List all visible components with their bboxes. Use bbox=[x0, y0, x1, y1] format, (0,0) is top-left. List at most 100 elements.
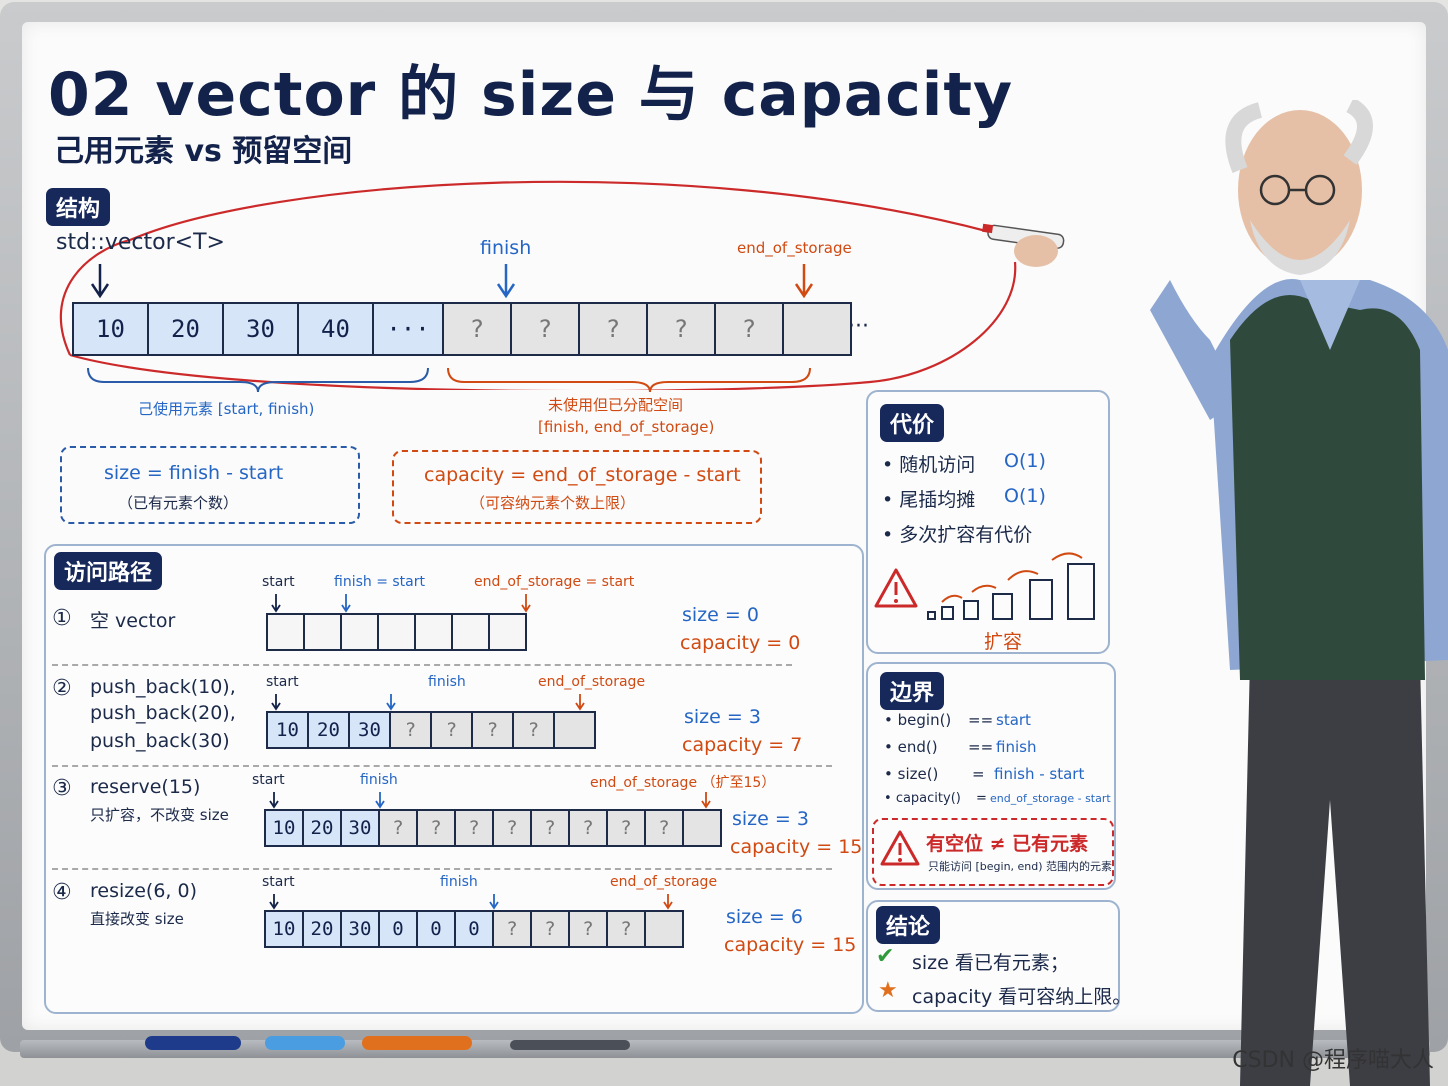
cost-item: • 随机访问 bbox=[882, 454, 976, 476]
structure-trailing-dots: ··· bbox=[848, 314, 869, 339]
structure-tag: 结构 bbox=[46, 188, 111, 226]
step-finish-label: finish bbox=[428, 674, 466, 690]
bound-val: finish bbox=[996, 738, 1037, 756]
step-cell: ? bbox=[530, 809, 570, 847]
bound-item-capacity: • capacity() bbox=[884, 791, 961, 806]
step-start-label: start bbox=[266, 674, 299, 690]
bounds-tag: 边界 bbox=[880, 672, 945, 710]
step-cell: ? bbox=[389, 711, 432, 749]
step-cell: ? bbox=[430, 711, 473, 749]
step-line-1: push_back(10), bbox=[90, 676, 236, 698]
step-cell: 20 bbox=[302, 809, 342, 847]
bound-op: == bbox=[968, 711, 994, 729]
step-line-2: 直接改变 size bbox=[90, 910, 184, 928]
step-cell bbox=[682, 809, 722, 847]
structure-braces bbox=[87, 367, 811, 393]
bound-op: == bbox=[968, 738, 994, 756]
watermark: CSDN @程序喵大人 bbox=[1232, 1048, 1434, 1073]
bounds-warning-title: 有空位 ≠ 已有元素 bbox=[926, 833, 1089, 855]
step-finish-label: finish = start bbox=[334, 574, 425, 590]
step-line-3: push_back(30) bbox=[90, 730, 230, 752]
expand-label: 扩容 bbox=[984, 631, 1023, 653]
step-cell: 20 bbox=[307, 711, 350, 749]
gray-marker bbox=[510, 1040, 630, 1050]
orange-marker bbox=[362, 1036, 472, 1050]
red-loop-annotation bbox=[59, 180, 1017, 390]
warning-icon bbox=[880, 830, 920, 866]
capacity-formula: capacity = end_of_storage - start bbox=[424, 464, 741, 486]
structure-cell-used: 20 bbox=[147, 302, 224, 356]
step-cell: ? bbox=[568, 910, 608, 948]
bound-op: = bbox=[972, 765, 985, 783]
step-cell: ? bbox=[416, 809, 456, 847]
cost-item: • 尾插均摊 bbox=[882, 489, 976, 511]
step-cell: ? bbox=[512, 711, 555, 749]
structure-cell-used: 10 bbox=[72, 302, 149, 356]
size-formula: size = finish - start bbox=[104, 462, 284, 484]
step-start-label: start bbox=[262, 574, 295, 590]
step-size: size = 3 bbox=[684, 706, 761, 728]
bound-val: end_of_storage - start bbox=[990, 792, 1111, 805]
expand-cost-illustration bbox=[874, 552, 1095, 620]
cost-value: O(1) bbox=[1004, 485, 1046, 507]
access-path-tag: 访问路径 bbox=[54, 552, 163, 590]
step-cell: ? bbox=[492, 809, 532, 847]
vector-type-label: std::vector<T> bbox=[56, 230, 225, 255]
conclusion-line-2: capacity 看可容纳上限。 bbox=[912, 986, 1132, 1008]
step-separator bbox=[52, 664, 792, 666]
step-cell: 30 bbox=[340, 910, 380, 948]
step-line-2: push_back(20), bbox=[90, 702, 236, 724]
free-brace-label-2: [finish, end_of_storage) bbox=[538, 418, 715, 436]
step-cell: ? bbox=[606, 809, 646, 847]
bound-val: finish - start bbox=[994, 765, 1085, 783]
blue-marker bbox=[265, 1036, 345, 1050]
structure-cell-free: ? bbox=[578, 302, 648, 356]
structure-cell-free: ? bbox=[442, 302, 512, 356]
step-line-1: resize(6, 0) bbox=[90, 880, 198, 902]
bound-item-size: • size() bbox=[884, 765, 939, 783]
star-icon: ★ bbox=[878, 978, 898, 1003]
bound-op: = bbox=[976, 791, 987, 806]
finish-label: finish bbox=[480, 237, 532, 259]
step-finish-label: finish bbox=[360, 772, 398, 788]
structure-cell-free bbox=[782, 302, 852, 356]
structure-cell-used: ··· bbox=[372, 302, 444, 356]
warning-icon bbox=[874, 568, 918, 608]
step-cell: ? bbox=[606, 910, 646, 948]
step-number: ① bbox=[52, 606, 72, 631]
step-eos-label: end_of_storage = start bbox=[474, 574, 635, 590]
step-cell: ? bbox=[568, 809, 608, 847]
step-cell: 30 bbox=[340, 809, 380, 847]
step-cell: ? bbox=[492, 910, 532, 948]
step-cell: 10 bbox=[264, 910, 304, 948]
step-cell bbox=[377, 613, 416, 651]
whiteboard bbox=[22, 22, 1426, 1030]
step-number: ③ bbox=[52, 776, 72, 801]
step-capacity: capacity = 7 bbox=[682, 734, 803, 756]
step-cell bbox=[414, 613, 453, 651]
structure-cell-used: 30 bbox=[222, 302, 299, 356]
step-eos-label: end_of_storage bbox=[538, 674, 646, 690]
step-cell: ? bbox=[644, 809, 684, 847]
cost-item: • 多次扩容有代价 bbox=[882, 524, 1033, 546]
eos-label: end_of_storage bbox=[737, 239, 852, 257]
step-number: ② bbox=[52, 676, 72, 701]
bound-val: start bbox=[996, 711, 1031, 729]
step-cell bbox=[266, 613, 305, 651]
step-line-1: reserve(15) bbox=[90, 776, 201, 798]
cost-tag: 代价 bbox=[880, 404, 945, 442]
conclusion-tag: 结论 bbox=[876, 906, 941, 944]
step-cell bbox=[488, 613, 527, 651]
bounds-warning-note: 只能访问 [begin, end) 范围内的元素 bbox=[928, 860, 1113, 873]
step-number: ④ bbox=[52, 880, 72, 905]
step-cell: 0 bbox=[378, 910, 418, 948]
step-separator bbox=[52, 765, 832, 767]
step-start-label: start bbox=[262, 874, 295, 890]
used-brace-label: 己使用元素 [start, finish) bbox=[138, 400, 315, 418]
navy-marker bbox=[145, 1036, 241, 1050]
step-cell: 0 bbox=[416, 910, 456, 948]
step-cell bbox=[303, 613, 342, 651]
step-cell bbox=[340, 613, 379, 651]
conclusion-line-1: size 看已有元素； bbox=[912, 952, 1069, 974]
step-finish-label: finish bbox=[440, 874, 478, 890]
